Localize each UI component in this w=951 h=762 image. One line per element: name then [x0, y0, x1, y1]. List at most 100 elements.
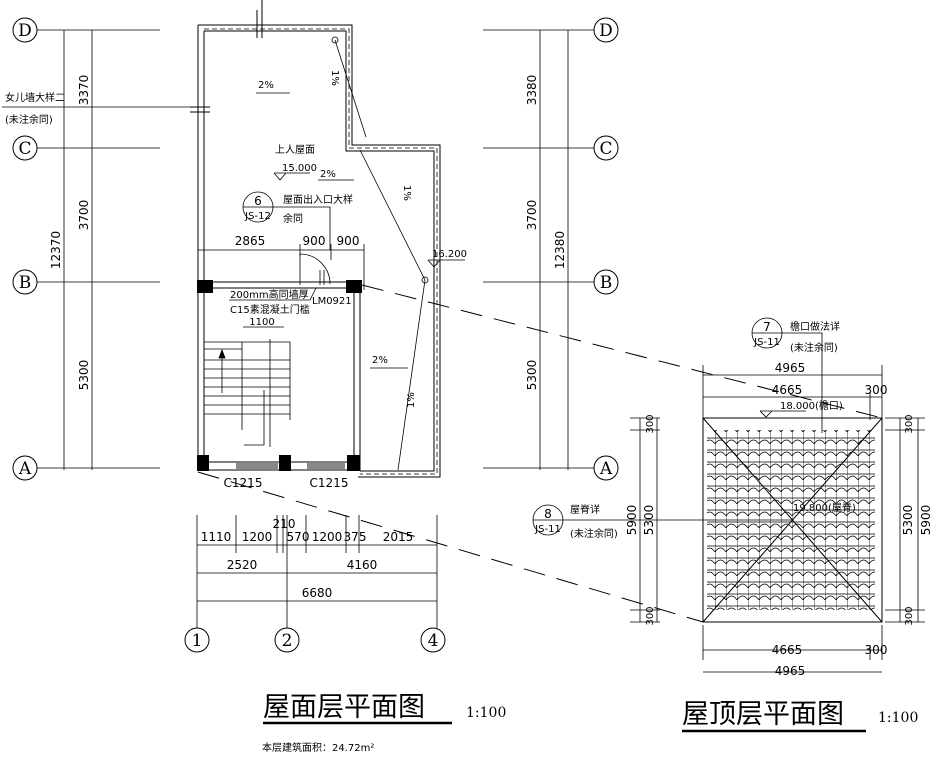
- dim-text: 1200: [312, 530, 343, 544]
- dimension-lines: [196, 515, 438, 628]
- parapet-note: (未注余同): [5, 113, 53, 126]
- door-lm0921: [299, 253, 331, 285]
- dim-text: 4665: [772, 383, 803, 397]
- dim-text: 5300: [525, 360, 539, 391]
- axis-label: A: [599, 459, 613, 479]
- floor-area: 本层建筑面积：24.72m²: [262, 741, 374, 754]
- axis-bubble-4: [420, 627, 446, 653]
- dim-text: 12370: [49, 231, 63, 269]
- dim-text: 4160: [347, 558, 378, 572]
- elevation-marker-icon: [427, 259, 465, 268]
- detail-note: (未注余同): [790, 341, 838, 354]
- roof-top-plan: 4965 4665 300 4665 300 4965 5900 5300 30…: [532, 317, 933, 678]
- parapet-inner: [204, 30, 435, 472]
- column: [197, 455, 209, 471]
- dim-text: 6680: [302, 586, 333, 600]
- axis-label: B: [19, 273, 32, 293]
- slope-label: 2%: [320, 169, 336, 180]
- window-c1215: [236, 463, 278, 469]
- column: [197, 280, 213, 293]
- valley-lines: [334, 39, 426, 471]
- elevation-label: 16.200: [432, 249, 467, 260]
- axis-bubble-1: [184, 627, 210, 653]
- detail-note: 余同: [283, 212, 303, 225]
- axis-bubble-2: [274, 627, 300, 653]
- dim-text: 1100: [249, 317, 274, 328]
- dim-text: 300: [865, 383, 888, 397]
- leader-line: [243, 206, 331, 250]
- dim-text: 5900: [919, 505, 933, 536]
- dim-text: 4965: [775, 361, 806, 375]
- detail-note: 檐口做法详: [790, 320, 840, 333]
- slope-label: 2%: [258, 80, 274, 91]
- dim-text: 300: [904, 606, 915, 625]
- sill-note: 200mm高同墙厚: [230, 288, 309, 301]
- axis-label: A: [18, 459, 32, 479]
- window-label: C1215: [310, 476, 349, 490]
- dim-text: 900: [303, 234, 326, 248]
- axis-label: C: [18, 139, 31, 159]
- drain-icon: [421, 276, 429, 284]
- parapet-note: 女儿墙大样二: [5, 91, 65, 104]
- dim-text: 1110: [201, 530, 232, 544]
- column: [279, 455, 291, 471]
- detail-number: 7: [763, 320, 771, 334]
- detail-number: 8: [544, 507, 552, 521]
- parapet-outer: [198, 24, 441, 478]
- roof-floor-plan: 2865 900 900 2% 2% 2% 1% 1% 1% 女儿墙大样二 (未…: [2, 0, 467, 490]
- left-grid-axes: D C B A 3370 3700 5300 12370: [12, 17, 160, 481]
- dim-text: 5300: [901, 505, 915, 536]
- dim-text: 1200: [242, 530, 273, 544]
- dim-text: 3700: [525, 200, 539, 231]
- window-label: C1215: [224, 476, 263, 490]
- slope-label: 1%: [329, 70, 340, 86]
- dim-text: 2865: [235, 234, 266, 248]
- dim-text: 12380: [553, 231, 567, 269]
- elevation-label: 18.000(檐口): [780, 399, 843, 412]
- gutter-line: [204, 28, 438, 475]
- elevation-marker-icon: [759, 410, 806, 418]
- dim-text: 3700: [77, 200, 91, 231]
- dim-text: 300: [645, 606, 656, 625]
- column: [347, 455, 360, 471]
- roof-access-label: 上人屋面: [275, 144, 315, 156]
- dim-text: 375: [344, 530, 367, 544]
- drain-icon: [331, 36, 339, 44]
- leader-line: [229, 287, 317, 301]
- dim-text: 300: [904, 414, 915, 433]
- detail-ref: JS-11: [534, 524, 561, 535]
- staircase: [204, 339, 291, 447]
- roof-plan-scale: 1:100: [878, 710, 918, 726]
- dim-text: 3380: [525, 75, 539, 106]
- projection-lines: [197, 284, 883, 623]
- window-c1215: [307, 463, 345, 469]
- elevation-label: 19.800(屋脊): [793, 501, 856, 514]
- sill-note: C15素混凝土门槛: [230, 303, 310, 316]
- dim-text: 300: [645, 414, 656, 433]
- dim-text: 4665: [772, 643, 803, 657]
- dim-text: 2520: [227, 558, 258, 572]
- dim-text: 300: [865, 643, 888, 657]
- wall-marks: [190, 0, 263, 282]
- slope-label: 2%: [372, 355, 388, 366]
- axis-label: 2: [282, 631, 293, 651]
- detail-number: 6: [254, 194, 262, 208]
- axis-label: B: [600, 273, 613, 293]
- dim-text: 4965: [775, 664, 806, 678]
- detail-ref: JS-11: [753, 337, 780, 348]
- hip-lines: [702, 417, 883, 623]
- elevation-marker-icon: [273, 172, 310, 181]
- detail-note: 屋脊详: [570, 503, 600, 516]
- detail-note: (未注余同): [570, 527, 618, 540]
- column: [346, 280, 362, 293]
- plan-scale: 1:100: [466, 705, 506, 721]
- bottom-dimensions: 1110 1200 210 570 1200 375 2015 2520 416…: [184, 515, 446, 653]
- dimension-lines: [198, 244, 365, 290]
- axis-label: C: [599, 139, 612, 159]
- roof-plan-title: 屋顶层平面图: [682, 699, 844, 730]
- dimension-lines: [37, 29, 160, 470]
- leader-line: [752, 332, 823, 433]
- axis-label: D: [599, 21, 613, 41]
- detail-note: 屋面出入口大样: [283, 193, 353, 206]
